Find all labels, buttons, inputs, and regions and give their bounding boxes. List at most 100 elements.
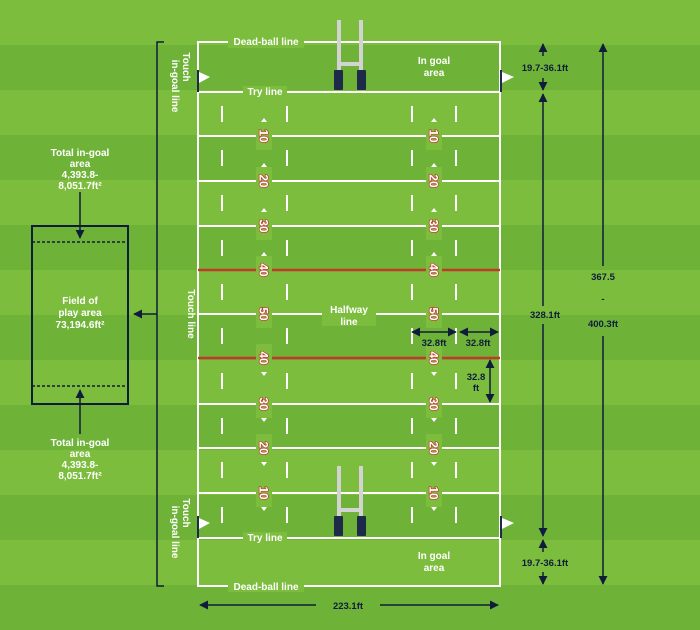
grass-stripe — [0, 225, 700, 270]
try-line-top-label: Try line — [247, 87, 282, 98]
inset-top-line4: 8,051.7ft² — [58, 181, 102, 192]
yard-number: 40 — [426, 344, 442, 376]
yard-number-text: 30 — [257, 219, 271, 233]
yard-number: 20 — [256, 434, 272, 466]
spacing-label-b: 32.8ft — [466, 338, 492, 349]
yard-number: 50 — [426, 300, 442, 328]
yard-arrow — [261, 252, 267, 256]
yard-number-text: 40 — [257, 351, 271, 365]
corner-flags — [197, 70, 514, 538]
total-length-1: 367.5 — [591, 272, 615, 283]
yard-number: 20 — [256, 163, 272, 195]
yard-number-text: 30 — [427, 219, 441, 233]
grass-stripe — [0, 495, 700, 540]
dead-ball-line-bottom-label: Dead-ball line — [233, 582, 298, 593]
halfway-line-label-2: line — [340, 317, 358, 328]
grass-stripe — [0, 585, 700, 630]
yard-number-text: 20 — [427, 174, 441, 188]
yard-arrow — [261, 208, 267, 212]
pitch-lines — [197, 41, 501, 587]
yard-number: 10 — [256, 479, 272, 511]
try-line-bottom-label: Try line — [247, 533, 282, 544]
grass-stripe — [0, 135, 700, 180]
yard-number-text: 10 — [427, 486, 441, 500]
yard-number: 30 — [426, 390, 442, 422]
field-bracket — [133, 41, 164, 587]
touch-line-label: Touch line — [185, 289, 196, 339]
yard-arrow — [431, 462, 437, 466]
yard-number-text: 20 — [257, 441, 271, 455]
grass-stripe — [0, 90, 700, 135]
dead-ball-line-top-label: Dead-ball line — [233, 37, 298, 48]
yard-number-text: 40 — [427, 351, 441, 365]
yard-number-text: 20 — [427, 441, 441, 455]
total-length-3: 400.3ft — [588, 319, 619, 330]
goal-posts-top — [334, 20, 366, 90]
yard-number-text: 50 — [257, 307, 271, 321]
inset-play-line2: play area — [58, 308, 102, 319]
halfway-line-label-1: Halfway — [330, 305, 368, 316]
inset-top-line1: Total in-goal — [51, 148, 110, 159]
yard-number-text: 10 — [427, 129, 441, 143]
corner-flag-top-right — [500, 70, 514, 92]
inset-bottom-line2: area — [70, 449, 91, 460]
yard-arrow — [431, 208, 437, 212]
yard-arrow — [431, 372, 437, 376]
grass-stripe — [0, 450, 700, 495]
field-length-label: 328.1ft — [530, 310, 561, 321]
corner-flag-top-left — [197, 70, 210, 92]
line-labels: Dead-ball line Try line In goal area Try… — [169, 36, 450, 593]
inset-bottom-line4: 8,051.7ft² — [58, 471, 102, 482]
in-goal-depth-bottom: 19.7-36.1ft — [522, 558, 569, 569]
yard-number: 10 — [426, 118, 442, 150]
goal-posts-bottom — [334, 466, 366, 536]
yard-number-text: 40 — [257, 263, 271, 277]
yard-number: 30 — [426, 208, 442, 240]
yard-number: 10 — [426, 479, 442, 511]
yard-arrow — [261, 507, 267, 511]
spacing-vertical-2: ft — [473, 383, 480, 394]
yard-number: 50 — [256, 300, 272, 328]
yard-arrow — [431, 118, 437, 122]
yard-number-text: 30 — [427, 397, 441, 411]
yard-number-text: 30 — [257, 397, 271, 411]
yard-number: 10 — [256, 118, 272, 150]
touch-in-goal-top-1: Touch — [180, 52, 191, 81]
grass-stripe — [0, 360, 700, 405]
touch-in-goal-bottom-1: Touch — [180, 498, 191, 527]
inset-bottom-line3: 4,393.8- — [62, 460, 99, 471]
yard-arrow — [431, 163, 437, 167]
yard-number-text: 50 — [427, 307, 441, 321]
yard-number: 40 — [256, 344, 272, 376]
in-goal-area-top-line2: area — [424, 68, 445, 79]
spacing-vertical-1: 32.8 — [467, 372, 486, 383]
yard-number-text: 20 — [257, 174, 271, 188]
yard-arrow — [431, 507, 437, 511]
width-label: 223.1ft — [333, 601, 364, 612]
grass-stripe — [0, 180, 700, 225]
touch-in-goal-bottom-2: in-goal line — [169, 506, 180, 559]
area-inset: Total in-goal area 4,393.8- 8,051.7ft² F… — [31, 148, 129, 482]
yard-arrow — [431, 418, 437, 422]
in-goal-depth-top: 19.7-36.1ft — [522, 63, 569, 74]
inset-play-line3: 73,194.6ft² — [56, 320, 106, 331]
grass-stripe — [0, 45, 700, 90]
yard-number-text: 10 — [257, 129, 271, 143]
dimension-labels: 19.7-36.1ft 19.7-36.1ft 328.1ft 367.5 - … — [333, 63, 619, 612]
grass-stripe — [0, 540, 700, 585]
corner-flag-bottom-left — [197, 516, 210, 538]
corner-flag-bottom-right — [500, 516, 514, 538]
yard-arrow — [261, 163, 267, 167]
in-goal-area-bottom-line1: In goal — [418, 551, 450, 562]
in-goal-area-top-line1: In goal — [418, 56, 450, 67]
dimension-arrows — [199, 43, 608, 610]
total-length-2: - — [601, 294, 604, 305]
yard-arrow — [261, 118, 267, 122]
yard-number: 30 — [256, 208, 272, 240]
inset-play-line1: Field of — [62, 296, 98, 307]
yard-arrow — [261, 418, 267, 422]
yard-arrow — [431, 252, 437, 256]
